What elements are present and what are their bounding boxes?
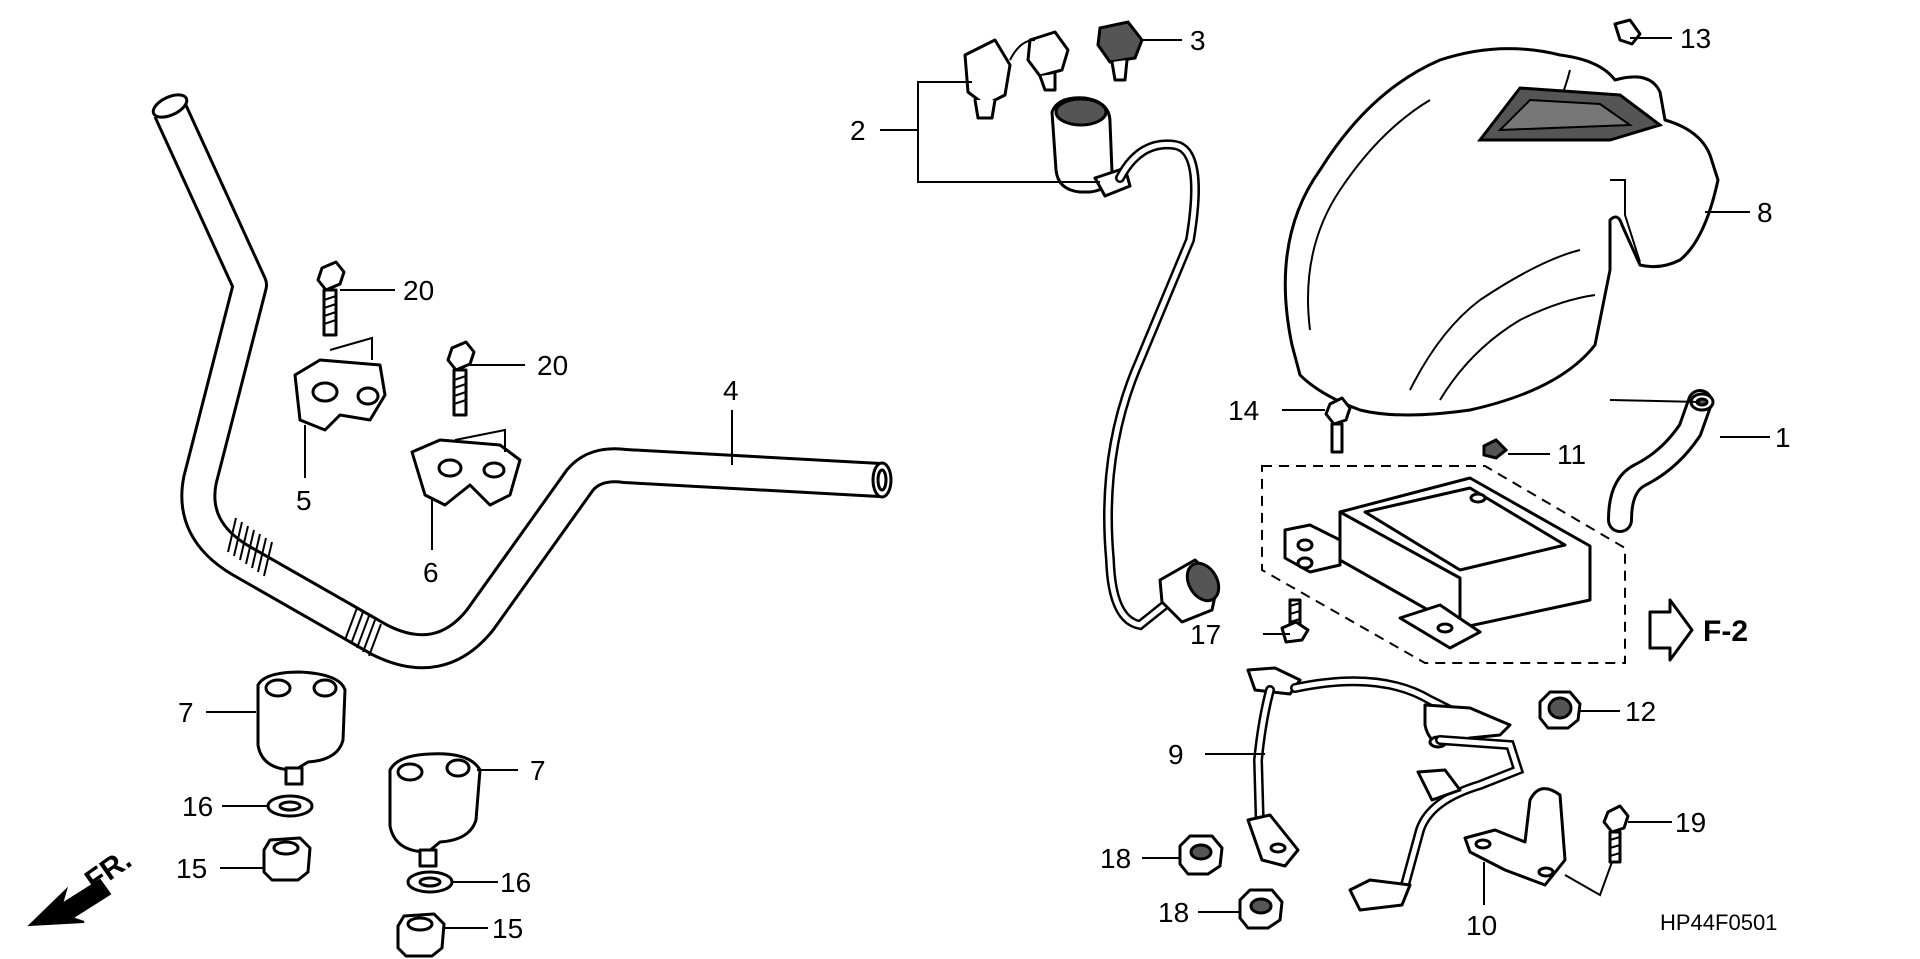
handlebar	[151, 93, 893, 670]
callout-12: 12	[1625, 696, 1656, 727]
handlebar-holder-lower-7a	[256, 670, 347, 786]
callout-9: 9	[1168, 739, 1184, 770]
stay-9	[1246, 666, 1525, 912]
handlebar-holder-upper-6	[410, 428, 522, 507]
ignition-switch	[1050, 96, 1132, 198]
diagram-code: HP44F0501	[1660, 910, 1777, 935]
handlebar-holder-upper-5	[293, 336, 387, 432]
nut-11	[1482, 438, 1509, 460]
callout-5: 5	[296, 485, 312, 516]
callout-15a: 15	[176, 853, 207, 884]
callout-6: 6	[423, 557, 439, 588]
bolt-20-upper	[316, 260, 346, 337]
reference-arrow	[1648, 598, 1694, 662]
bracket-2	[917, 81, 1100, 183]
callout-14: 14	[1228, 395, 1259, 426]
callout-18a: 18	[1100, 843, 1131, 874]
control-unit	[1283, 476, 1592, 650]
callout-7a: 7	[178, 697, 194, 728]
callout-11: 11	[1557, 439, 1586, 470]
dashed-box	[1261, 465, 1626, 664]
bolt-17	[1280, 598, 1310, 644]
callout-10: 10	[1466, 910, 1497, 941]
callout-8: 8	[1757, 197, 1773, 228]
handlebar-cover-8	[1283, 47, 1720, 417]
nut-15a	[262, 836, 312, 882]
callout-20b: 20	[537, 350, 568, 381]
callout-15b: 15	[492, 913, 523, 944]
callout-4: 4	[723, 375, 739, 406]
callout-2: 2	[850, 115, 866, 146]
callout-3: 3	[1190, 25, 1206, 56]
callout-18b: 18	[1158, 897, 1189, 928]
bracket-10	[1463, 787, 1567, 887]
ignition-key-a	[963, 38, 1012, 120]
switch-connector	[1158, 558, 1221, 624]
switch-wire	[1103, 139, 1200, 631]
nut-18a	[1178, 834, 1224, 876]
callout-16a: 16	[182, 791, 213, 822]
callout-7b: 7	[530, 755, 546, 786]
bolt-20-lower	[446, 340, 476, 417]
bolt-19	[1602, 804, 1630, 864]
callout-19: 19	[1675, 807, 1706, 838]
washer-16a	[266, 794, 314, 818]
callout-1: 1	[1775, 422, 1791, 453]
callout-13: 13	[1680, 23, 1711, 54]
clip-3	[1096, 20, 1144, 82]
washer-16b	[406, 870, 454, 894]
knurl-left	[227, 517, 273, 577]
handlebar-holder-lower-7b	[388, 752, 482, 868]
leader-lines	[206, 37, 1770, 929]
nut-15b	[396, 912, 446, 958]
front-direction-arrow: FR.	[27, 843, 138, 927]
callout-20a: 20	[403, 275, 434, 306]
nut-18b	[1238, 888, 1284, 930]
reference-label: F-2	[1703, 615, 1748, 648]
callout-labels: 1 2 3 4 5 6 7 7 8 9 10 11 12 13 14 15 15…	[176, 23, 1791, 944]
callout-17: 17	[1190, 619, 1221, 650]
clip-13	[1613, 18, 1642, 46]
bolt-14	[1324, 396, 1352, 454]
nut-12	[1538, 690, 1582, 730]
knurl-right	[344, 607, 382, 657]
callout-16b: 16	[500, 867, 531, 898]
hose-1	[1607, 389, 1715, 533]
ignition-key-b	[1009, 30, 1070, 92]
